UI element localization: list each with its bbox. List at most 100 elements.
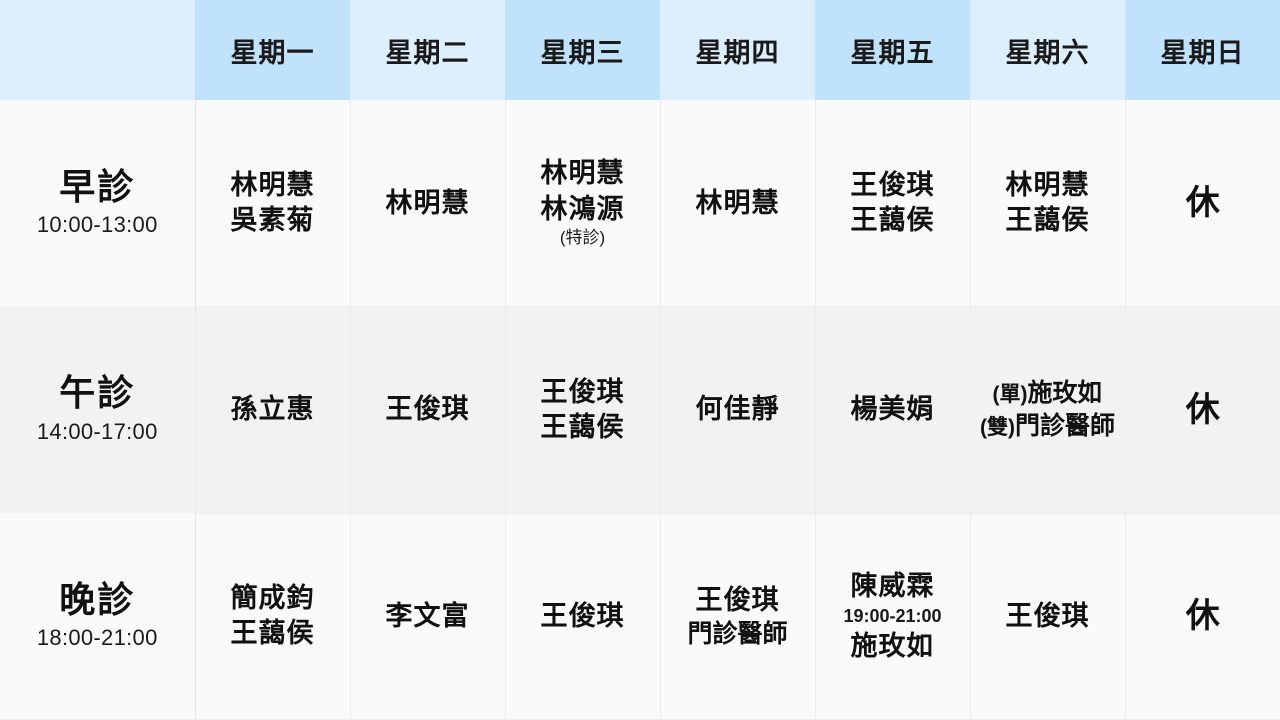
schedule-cell: 簡成鈞王藹侯 bbox=[195, 513, 351, 720]
cell-content: 林明慧王藹侯 bbox=[971, 168, 1125, 238]
doctor-name-line: 林明慧 bbox=[540, 158, 625, 189]
schedule-cell: 林明慧王藹侯 bbox=[970, 100, 1126, 308]
doctor-name-line: 王藹侯 bbox=[1005, 205, 1090, 236]
doctor-name-line: 林鴻源 bbox=[540, 193, 625, 224]
day-header-6: 星期六 bbox=[970, 0, 1125, 100]
session-time: 14:00-17:00 bbox=[36, 418, 158, 444]
session-name: 午診 bbox=[59, 372, 136, 414]
day-header-1: 星期一 bbox=[195, 0, 350, 100]
doctor-name-line: 孫立惠 bbox=[230, 394, 315, 425]
session-time: 18:00-21:00 bbox=[36, 624, 158, 650]
doctor-name-line: 施玫如 bbox=[850, 630, 935, 661]
day-header-3: 星期三 bbox=[505, 0, 660, 100]
schedule-cell: 楊美娟 bbox=[815, 306, 971, 514]
cell-content: 陳威霖 19:00-21:00 施玫如 bbox=[816, 569, 970, 663]
doctor-name-line: (雙)門診醫師 bbox=[971, 410, 1125, 443]
doctor-name-line: 林明慧 bbox=[385, 187, 470, 218]
doctor-name-line: 王藹侯 bbox=[540, 411, 625, 442]
cell-content: 孫立惠 bbox=[196, 392, 350, 427]
schedule-cell: 林明慧吳素菊 bbox=[195, 100, 351, 308]
schedule-cell: 王俊琪王藹侯 bbox=[505, 306, 661, 514]
doctor-name-line: 楊美娟 bbox=[850, 394, 935, 425]
schedule-cell: (單)施玫如(雙)門診醫師 bbox=[970, 306, 1126, 514]
session-label-cell: 早診 10:00-13:00 bbox=[0, 100, 196, 307]
doctor-name-line: 王俊琪 bbox=[850, 169, 935, 200]
schedule-cell: 王俊琪 bbox=[350, 306, 506, 514]
cell-content: 王俊琪門診醫師 bbox=[661, 583, 815, 651]
schedule-cell-rest: 休 bbox=[1125, 306, 1280, 514]
cell-content: 李文富 bbox=[351, 599, 505, 634]
doctor-name-line: 王俊琪 bbox=[540, 376, 625, 407]
cell-content: 林明慧林鴻源 (特診) bbox=[506, 156, 660, 249]
schedule-cell: 王俊琪門診醫師 bbox=[660, 513, 816, 720]
doctor-name-line: 王藹侯 bbox=[230, 618, 315, 649]
doctor-name-line: 王俊琪 bbox=[540, 600, 625, 631]
cell-content: 楊美娟 bbox=[816, 392, 970, 427]
schedule-cell: 王俊琪 bbox=[970, 513, 1126, 720]
cell-content: 休 bbox=[1126, 594, 1280, 638]
table-header: 星期一星期二星期三星期四星期五星期六星期日 bbox=[0, 0, 1280, 100]
doctor-name: 門診醫師 bbox=[1014, 411, 1115, 440]
doctor-name: 施玫如 bbox=[1027, 379, 1103, 408]
day-header-4: 星期四 bbox=[660, 0, 815, 100]
schedule-cell: 林明慧林鴻源 (特診) bbox=[505, 100, 661, 308]
cell-note: (特診) bbox=[559, 227, 606, 247]
doctor-name-line: 王俊琪 bbox=[1005, 600, 1090, 631]
doctor-name-line: 王俊琪 bbox=[695, 584, 780, 615]
session-name: 晚診 bbox=[59, 578, 136, 620]
schedule-parity-prefix: (雙) bbox=[979, 415, 1015, 439]
doctor-name-line: (單)施玫如 bbox=[971, 377, 1125, 410]
doctor-name-line: 王藹侯 bbox=[850, 205, 935, 236]
cell-time-note: 19:00-21:00 bbox=[843, 606, 942, 627]
session-label-cell: 午診 14:00-17:00 bbox=[0, 306, 196, 514]
schedule-parity-prefix: (單) bbox=[992, 383, 1028, 407]
cell-content: 休 bbox=[1126, 181, 1280, 225]
schedule-cell-rest: 休 bbox=[1125, 513, 1280, 720]
schedule-cell: 林明慧 bbox=[660, 100, 816, 308]
doctor-name-line: 林明慧 bbox=[695, 187, 780, 218]
schedule-cell: 李文富 bbox=[350, 513, 506, 720]
schedule-cell-rest: 休 bbox=[1125, 100, 1280, 308]
cell-content: 林明慧 bbox=[351, 186, 505, 221]
schedule-cell: 孫立惠 bbox=[195, 306, 351, 514]
rest-mark: 休 bbox=[1185, 390, 1220, 429]
schedule-cell: 王俊琪 bbox=[505, 513, 661, 720]
doctor-name-line: 吳素菊 bbox=[230, 205, 315, 236]
header-corner-cell bbox=[0, 0, 195, 100]
cell-content: (單)施玫如(雙)門診醫師 bbox=[971, 377, 1125, 442]
schedule-cell: 何佳靜 bbox=[660, 306, 816, 514]
cell-content: 王俊琪 bbox=[506, 599, 660, 634]
cell-content: 休 bbox=[1126, 388, 1280, 432]
header-row: 星期一星期二星期三星期四星期五星期六星期日 bbox=[0, 0, 1280, 100]
cell-content: 林明慧吳素菊 bbox=[196, 168, 350, 238]
day-header-2: 星期二 bbox=[350, 0, 505, 100]
doctor-name-line: 門診醫師 bbox=[687, 619, 788, 648]
cell-content: 王俊琪 bbox=[351, 392, 505, 427]
schedule-cell: 陳威霖 19:00-21:00 施玫如 bbox=[815, 513, 971, 720]
doctor-name-line: 林明慧 bbox=[230, 169, 315, 200]
rest-mark: 休 bbox=[1185, 183, 1220, 222]
day-header-5: 星期五 bbox=[815, 0, 970, 100]
day-header-7: 星期日 bbox=[1125, 0, 1280, 100]
cell-content: 簡成鈞王藹侯 bbox=[196, 581, 350, 651]
doctor-name-line: 王俊琪 bbox=[385, 394, 470, 425]
session-name: 早診 bbox=[59, 165, 136, 207]
rest-mark: 休 bbox=[1185, 597, 1220, 636]
doctor-name-line: 簡成鈞 bbox=[230, 583, 315, 614]
cell-content: 林明慧 bbox=[661, 186, 815, 221]
doctor-name-line: 李文富 bbox=[385, 600, 470, 631]
session-label-cell: 晚診 18:00-21:00 bbox=[0, 513, 196, 720]
doctor-name-line: 林明慧 bbox=[1005, 169, 1090, 200]
schedule-cell: 林明慧 bbox=[350, 100, 506, 308]
schedule-cell: 王俊琪王藹侯 bbox=[815, 100, 971, 308]
cell-content: 王俊琪王藹侯 bbox=[506, 375, 660, 445]
doctor-name-line: 何佳靜 bbox=[695, 394, 780, 425]
cell-content: 王俊琪 bbox=[971, 599, 1125, 634]
session-time: 10:00-13:00 bbox=[36, 212, 158, 238]
doctor-name-line: 陳威霖 bbox=[850, 571, 935, 602]
